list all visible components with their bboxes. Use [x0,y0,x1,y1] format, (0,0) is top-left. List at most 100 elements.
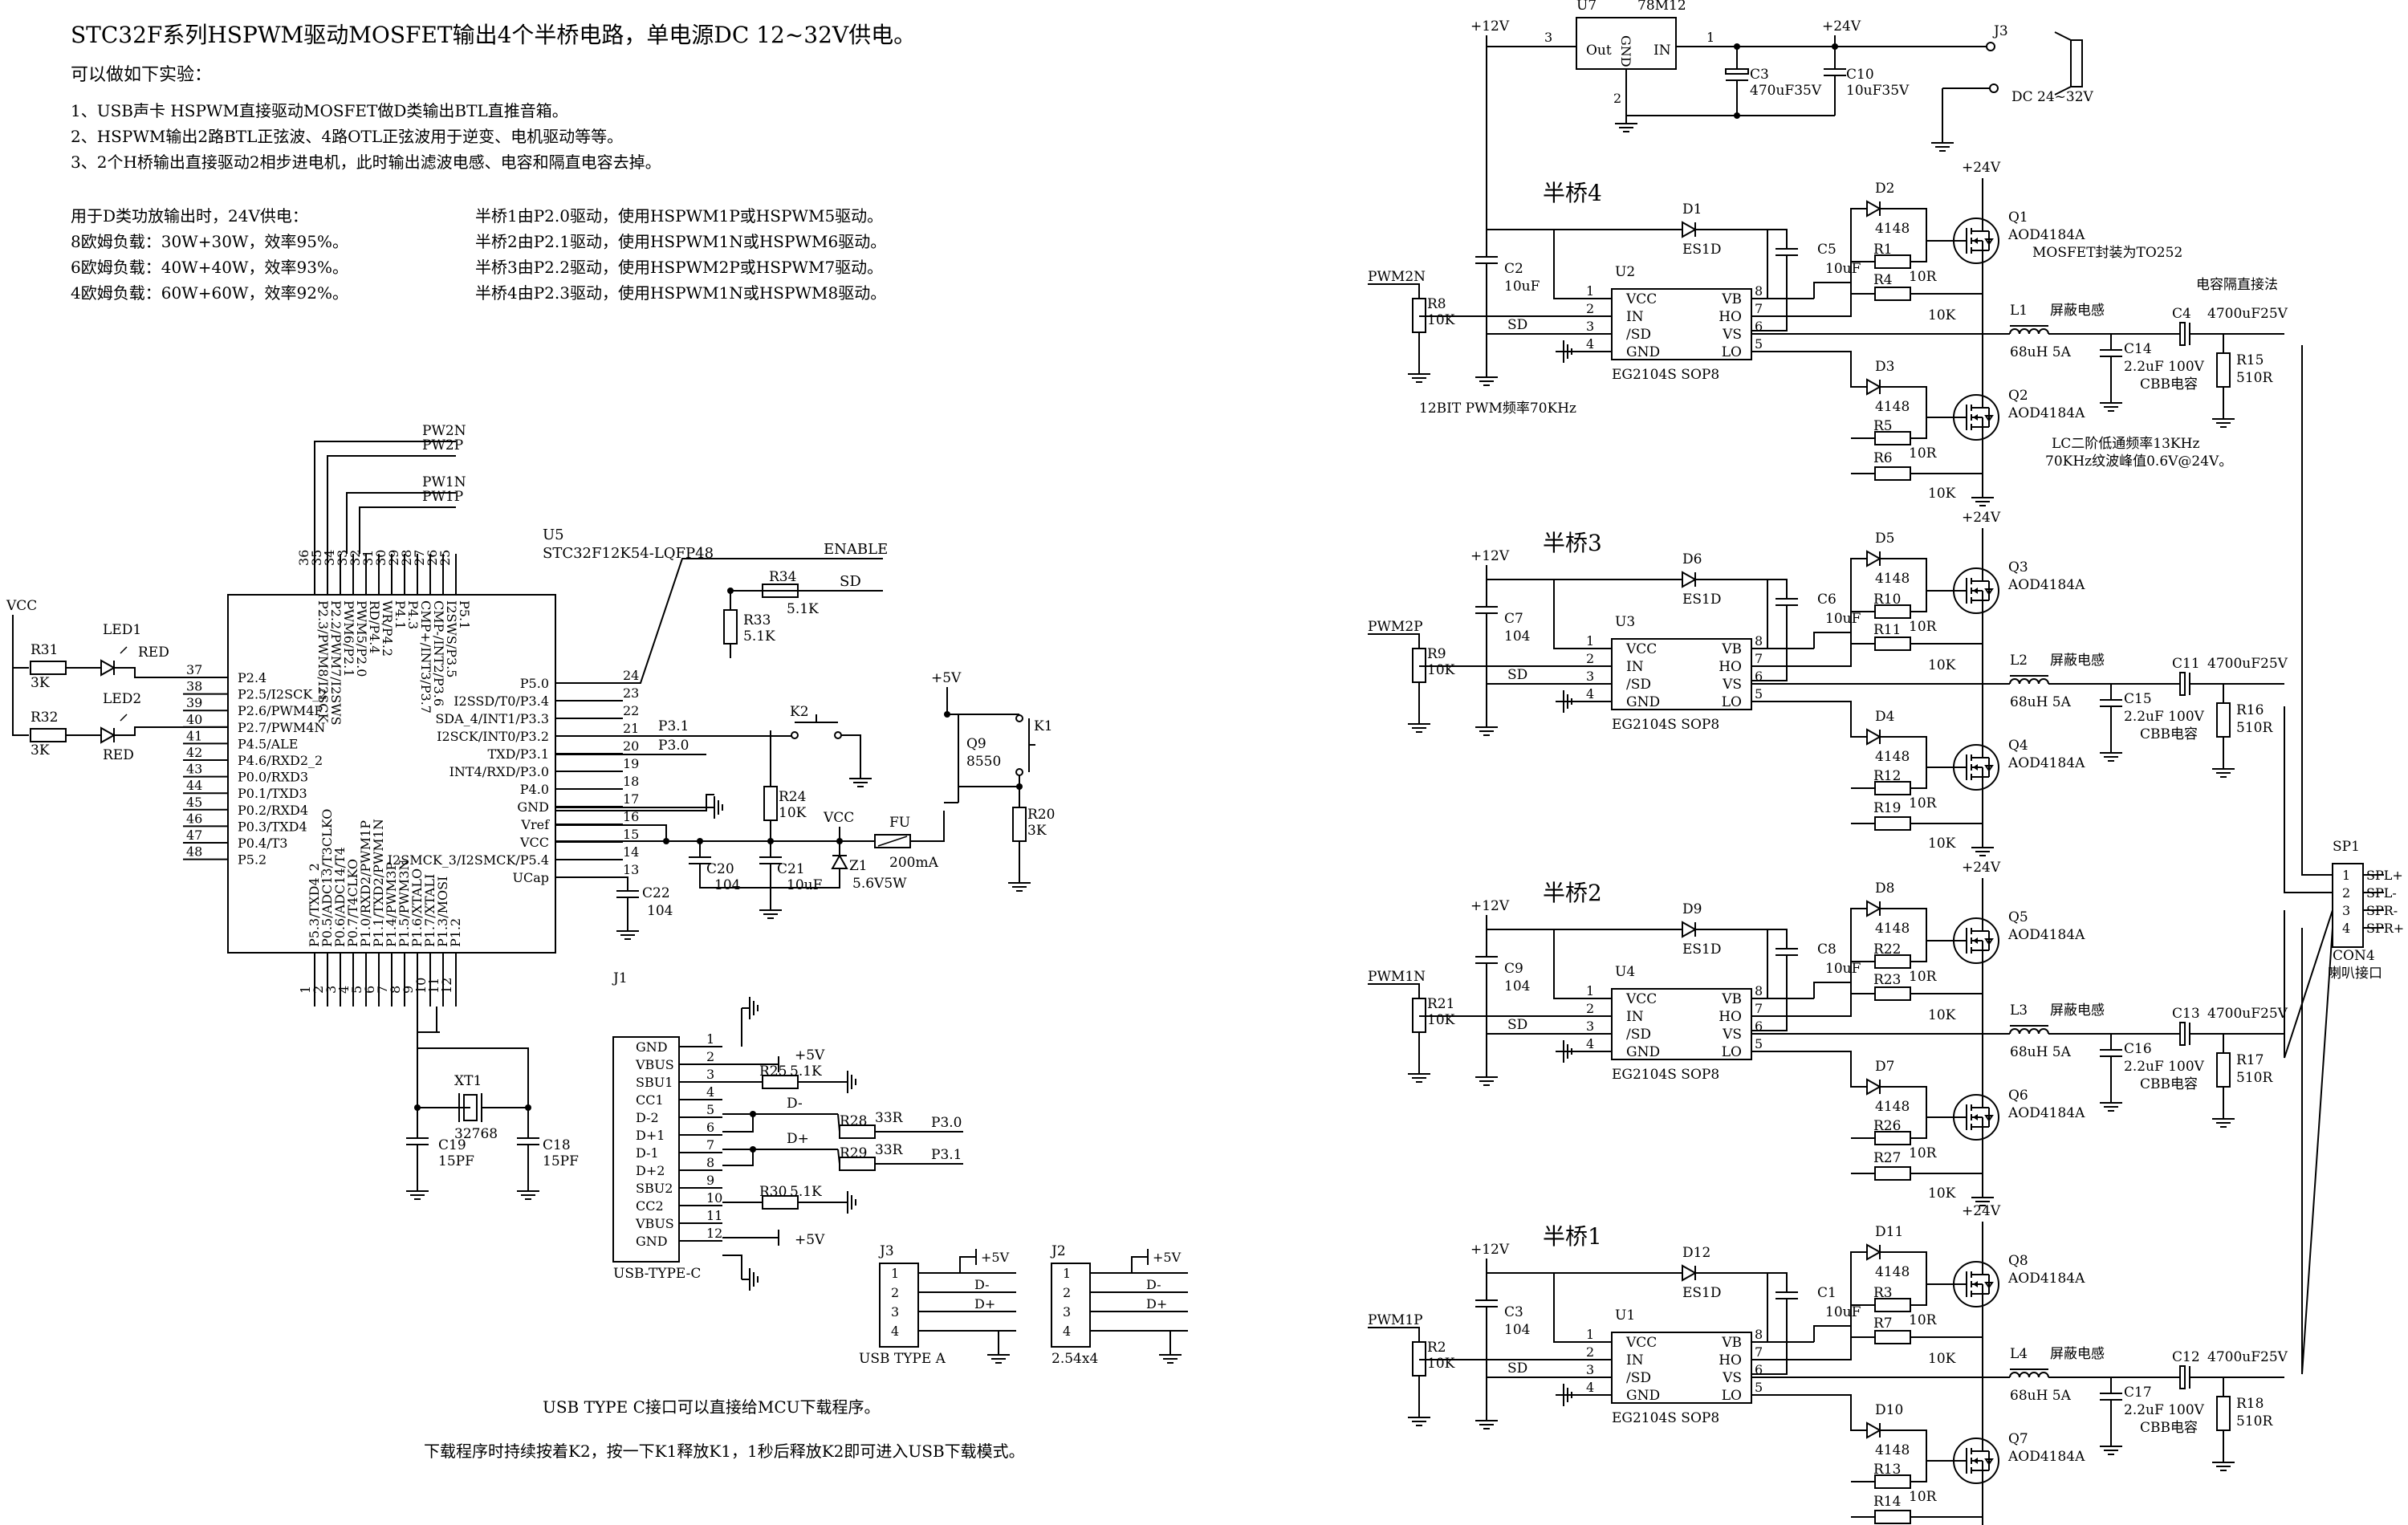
hb-driver-name-l: IN [1626,309,1644,325]
usb-pin-num: 7 [706,1137,714,1153]
mcu-right-pin-label: TXD/P3.1 [488,746,550,762]
r20-val: 3K [1027,823,1047,839]
j2-dm: D- [1146,1277,1161,1292]
net-pw1p: PW1P [422,489,463,505]
hb-r-ref: R17 [2236,1052,2264,1068]
hb-driver-name-l: IN [1626,1352,1644,1368]
hb-boot-diode-ref: D6 [1682,551,1702,567]
hb-r-val: 510R [2236,370,2273,386]
j3-label: USB TYPE A [859,1351,946,1367]
hb-l-ref: L1 [2010,303,2028,319]
hb-boot-cap-val: 10uF [1825,261,1861,277]
sp1-pin-name: SPL+ [2366,868,2403,883]
mcu-left-pin-label: P4.5/ALE [238,736,298,751]
mcu-top-pin-num: 27 [412,550,427,566]
c18-ref: C18 [543,1137,571,1153]
mcu-top-pin-label: P2.3/PWM8/I2SCK [315,600,331,723]
hb-driver-name-r: VS [1722,1370,1742,1386]
dm-label: D- [787,1096,803,1112]
hb-qh-val: AOD4184A [2007,1271,2085,1287]
mcu-left-pin-label: P0.1/TXD3 [238,786,307,801]
j3-dm: D- [974,1277,990,1292]
hb-ql-ref: Q2 [2008,388,2028,404]
hb-ql-val: AOD4184A [2007,405,2085,421]
usb-pin-num: 1 [706,1031,714,1047]
mcu-left-pin-num: 37 [186,662,202,677]
hb-driver-name-l: GND [1626,694,1660,710]
hb-driver-name-l: /SD [1626,677,1651,693]
sp1-label: 喇叭接口 [2328,966,2382,982]
mcu-top-pin-num: 28 [399,550,414,566]
mcu-left-pins: 37P2.438P2.5/I2SCK_239P2.6/PWM4P40P2.7/P… [183,662,327,868]
hb-rin-ref: R8 [1427,296,1446,312]
hb-driver-name-l: GND [1626,344,1660,360]
hb-dc-cap-ref: C12 [2172,1349,2200,1365]
hb-ls-r1-val: 10R [1909,795,1938,811]
net-pw2p: PW2P [422,437,463,453]
mcu-left-pin-num: 38 [186,679,202,694]
hb-boot-diode-val: ES1D [1682,242,1722,258]
mcu-bottom-pin-label: P1.2 [448,918,463,947]
j3-power-ref: J3 [1992,23,2008,39]
hb-driver-pin-l: 2 [1586,1001,1594,1016]
p12v-top: +12V [1470,18,1510,35]
sd-label-mcu: SD [840,573,861,590]
mcu-left-pin-num: 44 [186,778,202,793]
hb-hs-diode-val: 4148 [1875,571,1910,587]
mcu-top-pin-num: 25 [437,550,453,566]
hb-lc-cap-val: 2.2uF 100V [2124,1402,2205,1418]
usb-pin-num: 9 [706,1173,714,1188]
mcu-left-pin-label: P4.6/RXD2_2 [238,753,323,768]
hb-ls-diode-val: 4148 [1875,399,1910,415]
hb-driver-part: EG2104S SOP8 [1612,717,1719,733]
notes-title: STC32F系列HSPWM驱动MOSFET输出4个半桥电路，单电源DC 12~3… [71,22,916,48]
mcu-bottom-pins: 1P5.3/TXD4_22P0.5/ADC13/T3CLKO3P0.6/ADC1… [298,809,463,1007]
mcu-right-pin-label: I2SCK/INT0/P3.2 [437,729,549,744]
net-pw2n: PW2N [422,423,466,439]
hb-lc-cap-cbb: CBB电容 [2140,376,2198,392]
hb-driver-name-l: IN [1626,659,1644,675]
hb-driver-pin-l: 3 [1586,1362,1594,1377]
mcu-top-pin-num: 30 [373,550,388,566]
hb-hs-diode-ref: D8 [1875,880,1894,897]
hb-hs-r1-val: 10R [1909,269,1938,285]
mcu-left-pin-num: 39 [186,695,202,710]
mcu-right-pin-num: 13 [623,862,639,877]
bridge-line-1: 半桥1由P2.0驱动，使用HSPWM1P或HSPWM5驱动。 [475,206,883,226]
p30-label: P3.0 [658,738,689,754]
hb-cap-val: 104 [1504,1322,1530,1338]
hb-ls-diode-ref: D10 [1875,1402,1903,1418]
mcu-right-pin-num: 18 [623,774,639,789]
hb-dc-cap-ref: C4 [2172,306,2191,322]
hb-note-ripple: 70KHz纹波峰值0.6V@24V。 [2045,453,2232,470]
mcu-top-pin-label: CMP+/INT3/P3.7 [418,600,433,714]
hb-driver-name-r: LO [1722,344,1742,360]
mcu-part: STC32F12K54-LQFP48 [543,545,714,562]
hb-ls-r2-val: 10K [1928,486,1956,502]
hb-ls-r2-ref: R27 [1873,1150,1901,1166]
mcu-right-pin-label: INT4/RXD/P3.0 [449,764,549,779]
hb-l-val: 68uH 5A [2010,694,2072,710]
c20-val: 104 [714,877,740,893]
hb-driver-pin-r: 8 [1755,283,1763,299]
hb-note-mosfet: MOSFET封装为TO252 [2032,245,2182,261]
hb-p24v: +24V [1962,860,2001,876]
hb-driver-name-r: VB [1721,291,1742,307]
sp1-pin-num: 4 [2342,921,2350,936]
hb-driver-pin-r: 5 [1755,336,1763,352]
r30-ref: R30 [759,1184,787,1200]
hb-qh-ref: Q8 [2008,1253,2028,1269]
notes-item-1: 1、USB声卡 HSPWM直接驱动MOSFET做D类输出BTL直推音箱。 [71,101,568,120]
mcu-right-pin-num: 17 [623,791,639,807]
led1-ref: LED1 [103,622,141,638]
mcu-top-pin-label: P4.1 [393,600,408,629]
mcu-top-pins: 36P2.3/PWM8/I2SCK35P2.2/PWM7/I2SWS34PWM6… [296,550,472,726]
hb-note-pwm: 12BIT PWM频率70KHz [1419,401,1576,417]
mcu-right-pin-num: 24 [623,668,639,683]
hb-lc-cap-ref: C17 [2124,1385,2152,1401]
hb-pwm-net: PWM1P [1368,1312,1423,1328]
c19-ref: C19 [438,1137,466,1153]
usb-pin-name: VBUS [635,1057,674,1072]
